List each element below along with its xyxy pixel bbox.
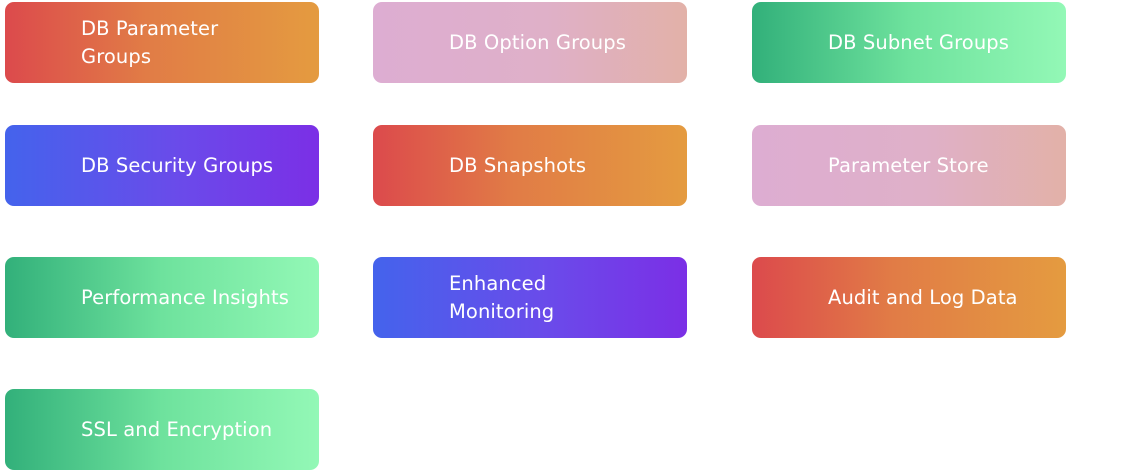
card-db-security-groups: DB Security Groups — [5, 125, 319, 206]
card-label: DB Snapshots — [449, 153, 587, 177]
card-db-subnet-groups: DB Subnet Groups — [752, 2, 1066, 83]
card-label: DB Subnet Groups — [828, 30, 1010, 54]
card-performance-insights: Performance Insights — [5, 257, 319, 338]
card-label: DB Parameter Groups — [81, 16, 219, 68]
card-label: Parameter Store — [828, 153, 989, 177]
card-db-snapshots: DB Snapshots — [373, 125, 687, 206]
card-label: Performance Insights — [81, 285, 289, 309]
card-audit-and-log-data: Audit and Log Data — [752, 257, 1066, 338]
card-label: Enhanced Monitoring — [449, 271, 555, 323]
card-enhanced-monitoring: Enhanced Monitoring — [373, 257, 687, 338]
card-label: Audit and Log Data — [828, 285, 1018, 309]
card-label: DB Security Groups — [81, 153, 274, 177]
card-parameter-store: Parameter Store — [752, 125, 1066, 206]
card-db-option-groups: DB Option Groups — [373, 2, 687, 83]
card-db-parameter-groups: DB Parameter Groups — [5, 2, 319, 83]
card-label: SSL and Encryption — [81, 417, 273, 441]
card-ssl-and-encryption: SSL and Encryption — [5, 389, 319, 470]
card-label: DB Option Groups — [449, 30, 626, 54]
